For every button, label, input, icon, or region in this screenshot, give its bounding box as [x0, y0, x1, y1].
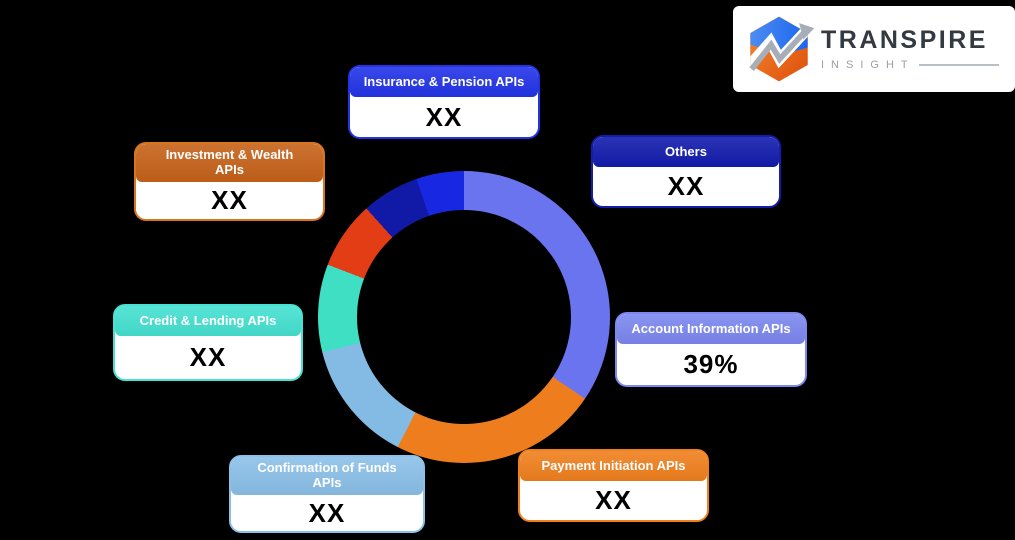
callout-others: Others XX: [591, 135, 781, 208]
callout-investment-wealth-apis: Investment & Wealth APIs XX: [134, 142, 325, 221]
brand-subtitle-row: INSIGHT: [821, 59, 1005, 71]
callout-confirmation-of-funds-header: Confirmation of Funds APIs: [231, 457, 423, 495]
callout-confirmation-of-funds-apis: Confirmation of Funds APIs XX: [229, 455, 425, 533]
logo-card: TRANSPIRE INSIGHT: [733, 6, 1015, 92]
callout-investment-wealth-label: Investment & Wealth APIs: [165, 147, 294, 177]
callout-credit-lending-label: Credit & Lending APIs: [139, 312, 277, 328]
callout-account-information-value: 39%: [683, 349, 739, 379]
callout-confirmation-of-funds-label: Confirmation of Funds APIs: [257, 460, 397, 490]
donut-chart: [318, 171, 610, 463]
logo-text-block: TRANSPIRE INSIGHT: [821, 26, 1005, 71]
transpire-logo-icon: [749, 16, 815, 82]
callout-account-information-label: Account Information APIs: [631, 320, 791, 336]
callout-insurance-pension-header: Insurance & Pension APIs: [350, 67, 538, 97]
callout-insurance-pension-value: XX: [425, 101, 463, 132]
brand-subtitle: INSIGHT: [821, 58, 915, 71]
callout-payment-initiation-header: Payment Initiation APIs: [520, 451, 707, 481]
callout-payment-initiation-apis: Payment Initiation APIs XX: [518, 449, 709, 522]
callout-credit-lending-header: Credit & Lending APIs: [115, 306, 301, 336]
callout-investment-wealth-header: Investment & Wealth APIs: [136, 144, 323, 182]
callout-credit-lending-value: XX: [189, 342, 227, 372]
callout-others-value: XX: [667, 171, 705, 201]
donut-hole: [357, 210, 571, 424]
callout-insurance-pension-label: Insurance & Pension APIs: [363, 73, 525, 89]
callout-credit-lending-apis: Credit & Lending APIs XX: [113, 304, 303, 381]
brand-rule-line: [918, 63, 999, 66]
brand-name: TRANSPIRE: [821, 26, 988, 55]
callout-others-header: Others: [593, 137, 779, 167]
callout-payment-initiation-label: Payment Initiation APIs: [541, 457, 686, 473]
callout-confirmation-of-funds-value: XX: [308, 497, 346, 528]
callout-investment-wealth-value: XX: [211, 185, 248, 215]
callout-account-information-header: Account Information APIs: [617, 314, 805, 344]
callout-payment-initiation-value: XX: [595, 485, 632, 515]
callout-account-information-apis: Account Information APIs 39%: [615, 312, 807, 387]
callout-others-label: Others: [665, 143, 707, 159]
callout-insurance-pension-apis: Insurance & Pension APIs XX: [348, 65, 540, 139]
